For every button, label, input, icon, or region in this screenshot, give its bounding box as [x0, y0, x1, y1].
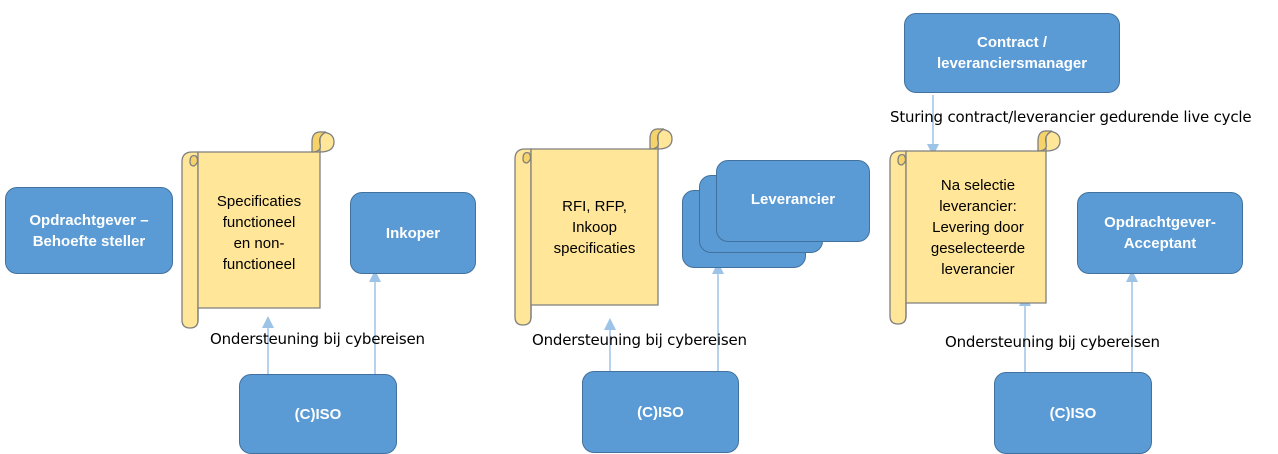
opdrachtgever-behoefte-box: Opdrachtgever – Behoefte steller	[5, 187, 173, 274]
scroll-shape-icon	[889, 130, 1061, 325]
rfi-rfp-text: RFI, RFP, Inkoop specificaties	[553, 197, 636, 257]
na-selectie-text: Na selectie leverancier: Levering door g…	[930, 176, 1026, 278]
ciso-box-2: (C)ISO	[582, 371, 739, 453]
scroll-shape-icon	[514, 128, 673, 326]
leverancier-stack: Leverancier	[682, 160, 882, 270]
scroll-shape-icon	[181, 131, 335, 329]
na-selectie-scroll: Na selectie leverancier: Levering door g…	[889, 130, 1061, 325]
rfi-rfp-scroll: RFI, RFP, Inkoop specificaties	[514, 128, 673, 326]
contract-manager-box: Contract / leveranciersmanager	[904, 13, 1120, 93]
opdrachtgever-acceptant-box: Opdrachtgever- Acceptant	[1077, 192, 1243, 274]
leverancier-card-front: Leverancier	[716, 160, 870, 242]
ciso-box-3: (C)ISO	[994, 372, 1152, 454]
ciso-box-1: (C)ISO	[239, 374, 397, 454]
ondersteuning-label-2: Ondersteuning bij cybereisen	[532, 331, 747, 349]
leverancier-label: Leverancier	[750, 191, 836, 208]
specificaties-scroll: Specificaties functioneel en non- functi…	[181, 131, 335, 329]
ondersteuning-label-1: Ondersteuning bij cybereisen	[210, 330, 425, 348]
ondersteuning-label-3: Ondersteuning bij cybereisen	[945, 333, 1160, 351]
specificaties-text: Specificaties functioneel en non- functi…	[216, 193, 302, 273]
sturing-label: Sturing contract/leverancier gedurende l…	[890, 108, 1252, 126]
inkoper-box: Inkoper	[350, 192, 476, 274]
